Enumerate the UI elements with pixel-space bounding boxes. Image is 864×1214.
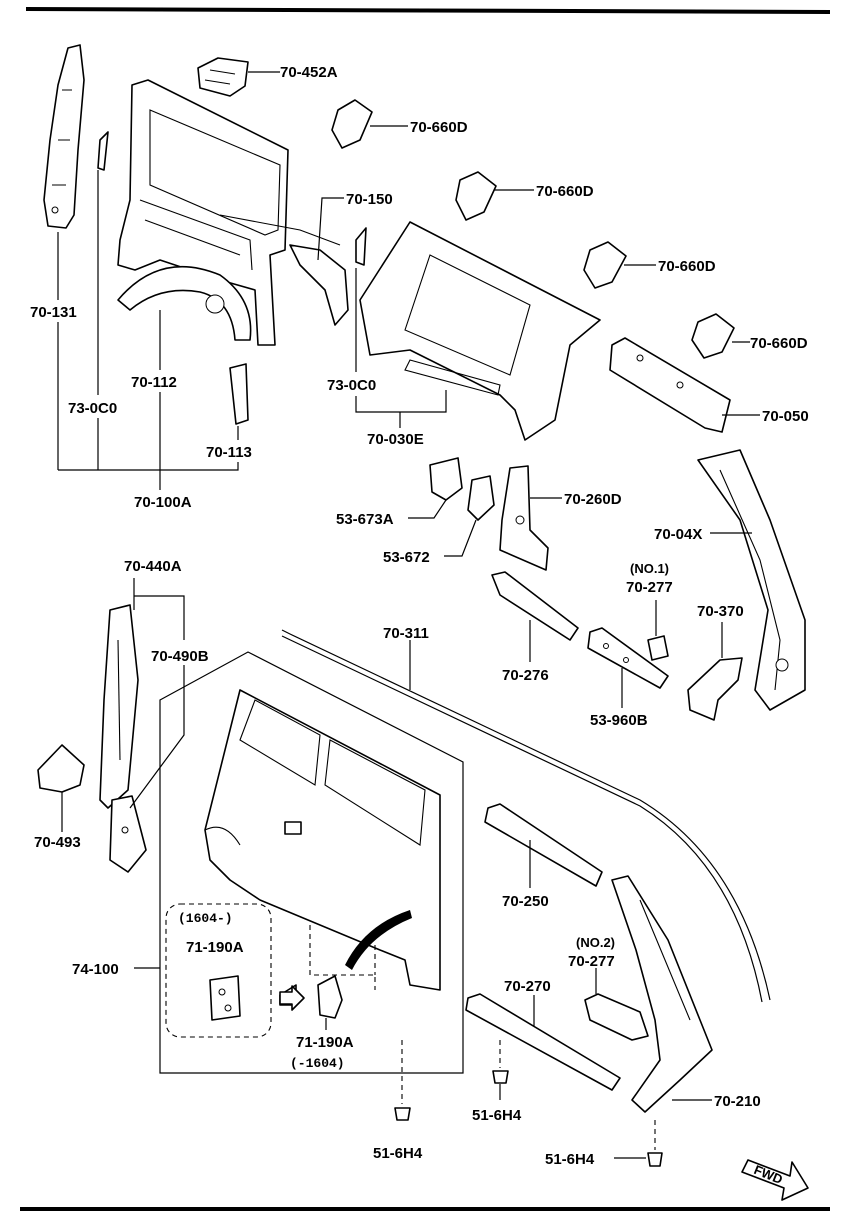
part-70-277-no2-bracket	[584, 993, 649, 1041]
part-70-276-rail	[491, 571, 579, 641]
part-51-6H4-clip-1	[394, 1107, 411, 1121]
label-70-04X: 70-04X	[654, 526, 702, 543]
label-70-311: 70-311	[383, 625, 429, 642]
label-70-660D-2: 70-660D	[536, 183, 594, 200]
label-70-250: 70-250	[502, 893, 549, 910]
part-70-112-wheel-arch	[117, 265, 252, 341]
part-74-100-frame	[159, 651, 464, 1074]
part-74-100-side-panel	[204, 689, 441, 991]
label-71-190A-piece: 71-190A	[296, 1034, 354, 1051]
top-border-line	[25, 7, 831, 14]
leader-70-100A	[58, 462, 239, 490]
label-70-210: 70-210	[714, 1093, 761, 1110]
label-70-493: 70-493	[34, 834, 81, 851]
label-70-270: 70-270	[504, 978, 551, 995]
part-53-672-bracket	[467, 475, 495, 521]
label-70-050: 70-050	[762, 408, 809, 425]
leader-53-672	[444, 519, 477, 557]
part-73-0C0-left-strip	[97, 131, 109, 171]
part-71-190A-boxed	[165, 903, 272, 1038]
label-no2: (NO.2)	[576, 935, 615, 950]
label-73-0C0-left: 73-0C0	[68, 400, 117, 417]
label-70-440A: 70-440A	[124, 558, 182, 575]
label-70-660D-4: 70-660D	[750, 335, 808, 352]
black-sweep-arrow-icon	[345, 910, 412, 970]
label-70-490B: 70-490B	[151, 648, 209, 665]
part-70-131-pillar	[43, 44, 85, 229]
part-70-440A-pillar	[99, 604, 139, 809]
part-70-452A-bracket	[197, 57, 249, 97]
part-70-030E-center-panel	[359, 221, 601, 441]
part-51-6H4-clip-3	[647, 1152, 663, 1167]
direction-arrow-icon	[279, 985, 305, 1011]
part-70-660D-bracket-4	[691, 313, 735, 359]
part-70-260D-pillar	[499, 465, 549, 571]
label-74-100: 74-100	[72, 961, 119, 978]
fwd-label: FWD	[752, 1162, 785, 1187]
label-70-131: 70-131	[30, 304, 77, 321]
leader-53-673A	[408, 499, 447, 519]
label-51-6H4-1: 51-6H4	[373, 1145, 423, 1162]
label-73-0C0-mid: 73-0C0	[327, 377, 376, 394]
label-70-150: 70-150	[346, 191, 393, 208]
part-70-277-no1-bracket	[647, 635, 669, 661]
label-70-277-no1: 70-277	[626, 579, 673, 596]
label-70-030E: 70-030E	[367, 431, 424, 448]
part-70-660D-bracket-2	[455, 171, 497, 221]
label-range-1604-until: (-1604)	[290, 1056, 345, 1071]
label-70-113: 70-113	[206, 444, 252, 461]
label-53-673A: 53-673A	[336, 511, 394, 528]
part-70-660D-bracket-1	[331, 99, 373, 149]
label-range-1604-from: (1604-)	[178, 911, 233, 926]
part-70-050-rail	[609, 337, 731, 433]
part-70-100A-side-inner-panel	[117, 79, 341, 346]
part-53-960B-rail	[587, 627, 669, 689]
label-70-660D-3: 70-660D	[658, 258, 716, 275]
label-71-190A-boxed: 71-190A	[186, 939, 244, 956]
part-51-6H4-clip-2	[492, 1070, 509, 1084]
part-70-490B-bracket	[109, 795, 147, 873]
part-53-673A-bracket	[429, 457, 463, 501]
leader-70-150	[317, 197, 344, 261]
label-70-276: 70-276	[502, 667, 549, 684]
part-70-113-bracket	[229, 363, 249, 425]
label-70-452A: 70-452A	[280, 64, 338, 81]
part-73-0C0-mid-strip	[355, 227, 367, 266]
dashed-line-panel-region	[309, 925, 376, 990]
label-51-6H4-3: 51-6H4	[545, 1151, 595, 1168]
label-70-660D-1: 70-660D	[410, 119, 468, 136]
part-70-250-rail	[484, 803, 603, 887]
part-70-210-pillar	[611, 875, 713, 1113]
label-51-6H4-2: 51-6H4	[472, 1107, 522, 1124]
part-70-04X-rear-pillar	[697, 449, 806, 711]
label-70-112: 70-112	[131, 374, 177, 391]
fwd-arrow-icon: FWD	[741, 1159, 809, 1201]
label-no1: (NO.1)	[630, 561, 669, 576]
part-70-370-bracket	[687, 657, 743, 721]
label-70-277-no2: 70-277	[568, 953, 615, 970]
label-53-672: 53-672	[383, 549, 430, 566]
label-53-960B: 53-960B	[590, 712, 648, 729]
leader-70-440A	[129, 578, 185, 809]
part-70-150-arch-piece	[289, 244, 349, 326]
part-70-493-bracket	[37, 744, 85, 793]
label-70-100A: 70-100A	[134, 494, 192, 511]
label-70-370: 70-370	[697, 603, 744, 620]
label-70-260D: 70-260D	[564, 491, 622, 508]
leader-73-0C0-mid	[355, 268, 447, 413]
part-70-270-sill	[465, 993, 621, 1091]
part-70-311-drip-molding	[281, 629, 771, 1003]
part-70-660D-bracket-3	[583, 241, 627, 289]
